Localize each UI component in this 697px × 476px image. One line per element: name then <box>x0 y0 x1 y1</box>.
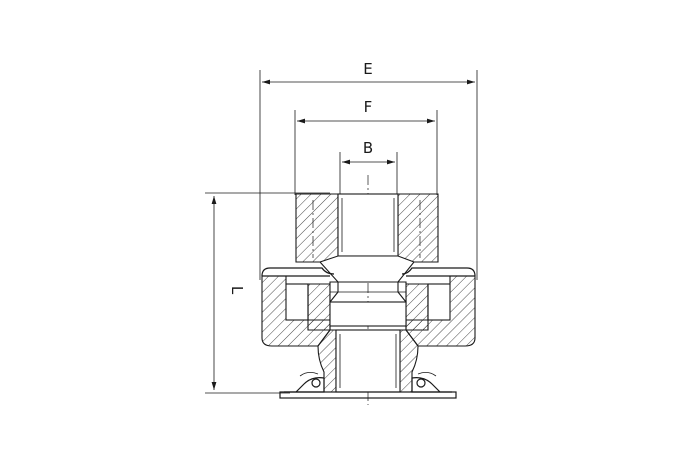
lower-neck <box>317 329 419 393</box>
pin-right-icon <box>416 378 426 388</box>
upper-nut <box>295 193 439 283</box>
bottom-flange <box>279 372 457 399</box>
dimension-l-label: L <box>228 286 246 295</box>
dimension-l: L <box>205 192 330 394</box>
pin-left-icon <box>311 378 321 388</box>
dimension-e-label: E <box>363 60 372 78</box>
dimension-b: B <box>339 139 398 195</box>
housing-body <box>261 275 476 347</box>
dimension-b-label: B <box>363 139 373 157</box>
dimension-e: E <box>259 60 478 280</box>
dimension-f-label: F <box>364 98 373 116</box>
dimension-f: F <box>294 98 438 195</box>
